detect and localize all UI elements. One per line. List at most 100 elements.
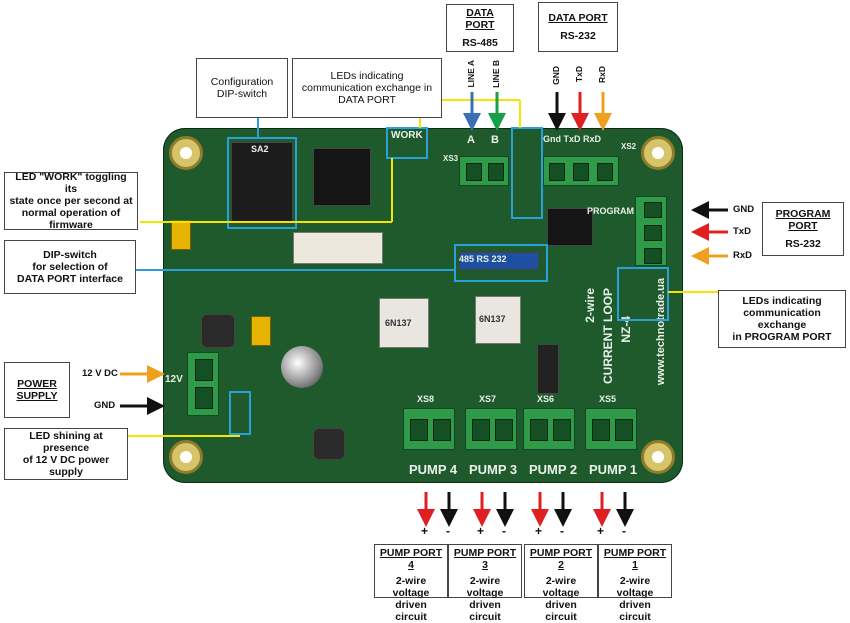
pump3-minus-sign: - (502, 524, 506, 538)
prog-port-title: PROGRAM PORT (775, 208, 831, 232)
pump1-minus-sign: - (622, 524, 626, 538)
led-work-line4: firmware (49, 219, 93, 231)
terminal-xp2 (187, 352, 219, 416)
terminal-xs7 (465, 408, 517, 450)
leds-prog-line3: in PROGRAM PORT (732, 331, 832, 343)
label-sa2: SA2 (251, 144, 269, 154)
callout-data-port-485: DATA PORT RS-485 (446, 4, 514, 52)
terminal-xs1 (635, 196, 667, 266)
pump-port-3-title: PUMP PORT 3 (453, 547, 517, 571)
label-xs2: XS2 (621, 142, 637, 151)
label-prog-gnd: GND (733, 204, 755, 215)
electrolytic-capacitor (281, 346, 323, 388)
frame-power-led (229, 391, 251, 435)
pump-port-3-l1: 2-wire (469, 575, 501, 587)
pump-port-2-l3: circuit (545, 611, 577, 623)
frame-config-dip (227, 137, 297, 229)
pump-port-3-l2: voltage driven (466, 587, 504, 611)
microcontroller (313, 148, 371, 206)
led-work-line2: state once per second at (9, 195, 133, 207)
terminal-xs8 (403, 408, 455, 450)
label-xs5: XS5 (599, 394, 617, 404)
pump-port-1-l2: voltage driven (616, 587, 654, 611)
callout-leds-data: LEDs indicating communication exchange i… (292, 58, 442, 118)
leds-data-line3: DATA PORT (338, 94, 396, 106)
mount-hole-top-left (169, 136, 203, 170)
leds-data-line1: LEDs indicating (330, 70, 404, 82)
mount-hole-bottom-right (641, 440, 675, 474)
label-pump3: PUMP 3 (469, 462, 518, 477)
power-title2: SUPPLY (16, 390, 58, 402)
callout-leds-program: LEDs indicating communication exchange i… (718, 290, 846, 348)
pump3-plus-sign: + (477, 524, 485, 538)
rs-selector-switch (459, 252, 539, 270)
pump-port-4-l2: voltage driven (392, 587, 430, 611)
callout-led-12v: LED shining at presence of 12 V DC power… (4, 428, 128, 480)
label-line-b: LINE B (491, 60, 501, 88)
config-line2: DIP-switch (216, 88, 268, 100)
terminal-xs3 (459, 156, 509, 186)
pump-port-1-l3: circuit (619, 611, 651, 623)
mount-hole-top-right (641, 136, 675, 170)
led-12v-line2: of 12 V DC power supply (22, 454, 110, 478)
pump-port-3-l3: circuit (469, 611, 501, 623)
pump2-minus-sign: - (560, 524, 564, 538)
pump-port-4-l3: circuit (395, 611, 427, 623)
label-prog-rxd: RxD (733, 250, 753, 261)
optocoupler-da3 (475, 296, 521, 344)
dip-switch-sa2 (231, 142, 293, 224)
callout-program-port: PROGRAM PORT RS-232 (762, 202, 844, 256)
inductor-l1 (313, 428, 345, 460)
label-opto-da3: 6N137 (479, 314, 506, 324)
label-xs3-a: A (467, 134, 475, 146)
label-xs3: XS3 (443, 154, 459, 163)
frame-rs-selector (454, 244, 548, 282)
terminal-xs2 (543, 156, 619, 186)
pump-port-1-title: PUMP PORT 1 (603, 547, 667, 571)
label-power-gnd: GND (94, 400, 116, 411)
rs232-transceiver (547, 208, 593, 246)
label-gnd-top: GND (551, 66, 561, 85)
label-program: PROGRAM (587, 206, 634, 216)
header-xp1 (293, 232, 383, 264)
data-port-485-title: DATA PORT (465, 7, 495, 31)
pump-port-1-l1: 2-wire (619, 575, 651, 587)
config-line1: Configuration (210, 76, 274, 88)
transistor-vt8 (537, 344, 559, 394)
dip-sel-line3: DATA PORT interface (17, 273, 123, 285)
label-rs-selector: 485 RS 232 (459, 254, 507, 264)
callout-dip-select: DIP-switch for selection of DATA PORT in… (4, 240, 136, 294)
data-port-232-sub: RS-232 (560, 30, 596, 42)
label-txd-top: TxD (574, 66, 584, 83)
data-port-485-sub: RS-485 (462, 37, 498, 49)
label-pump4: PUMP 4 (409, 462, 458, 477)
pump2-plus-sign: + (535, 524, 543, 538)
data-port-232-title: DATA PORT (548, 12, 608, 24)
frame-prog-leds (617, 267, 669, 321)
pump4-minus-sign: - (446, 524, 450, 538)
led-work-line3: normal operation of (21, 207, 121, 219)
callout-data-port-232: DATA PORT RS-232 (538, 2, 618, 52)
dip-sel-line1: DIP-switch (43, 249, 97, 261)
led-12v-line1: LED shining at presence (29, 430, 103, 454)
leds-prog-line1: LEDs indicating (742, 295, 822, 307)
leds-data-line2: communication exchange in (301, 82, 433, 94)
mount-hole-bottom-left (169, 440, 203, 474)
callout-pump-port-3: PUMP PORT 3 2-wire voltage driven circui… (448, 544, 522, 623)
leds-prog-line2: communication exchange (743, 307, 821, 331)
inductor-l2 (201, 314, 235, 348)
pump-port-2-title: PUMP PORT 2 (529, 547, 593, 571)
pump-port-4-l1: 2-wire (395, 575, 427, 587)
dip-sel-line2: for selection of (32, 261, 108, 273)
pump4-plus-sign: + (421, 524, 429, 538)
pump-port-2-l2: voltage driven (542, 587, 580, 611)
prog-port-sub: RS-232 (785, 238, 821, 250)
tantalum-cap-2 (251, 316, 271, 346)
callout-pump-port-1: PUMP PORT 1 2-wire voltage driven circui… (598, 544, 672, 623)
label-opto-da4: 6N137 (385, 318, 412, 328)
label-prog-txd: TxD (733, 226, 751, 237)
label-xs6: XS6 (537, 394, 555, 404)
label-xs3-b: B (491, 134, 499, 146)
frame-work-led (386, 127, 428, 159)
pump-port-4-title: PUMP PORT 4 (379, 547, 443, 571)
